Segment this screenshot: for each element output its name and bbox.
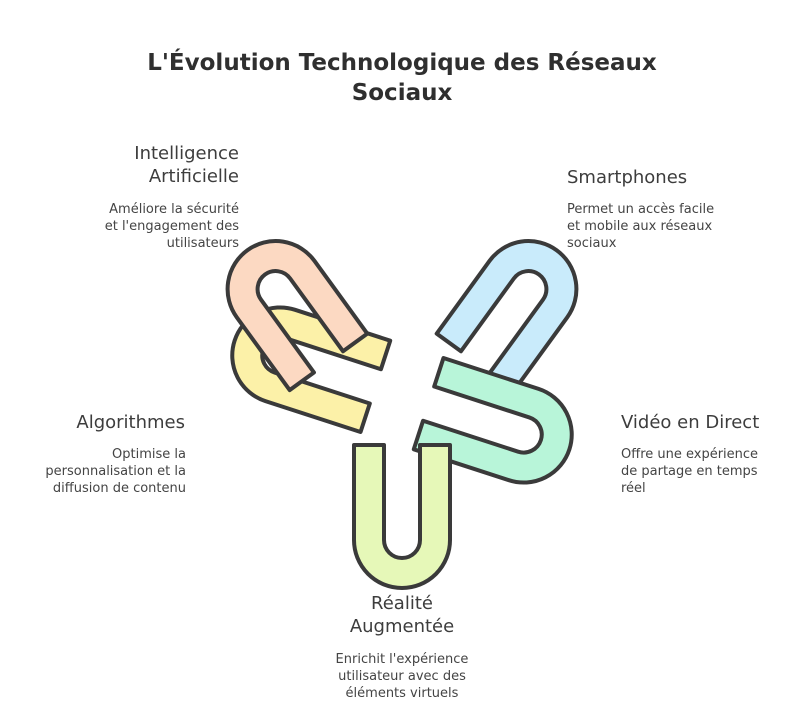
desc-line: de partage en temps xyxy=(621,464,758,479)
desc-line: Optimise la xyxy=(112,447,186,462)
desc-line: sociaux xyxy=(567,236,617,251)
label-line: Algorithmes xyxy=(76,412,185,433)
desc-intelligence-artificielle: Améliore la sécurité et l'engagement des… xyxy=(40,201,239,252)
diagram-title: L'Évolution Technologique des Réseaux So… xyxy=(100,48,704,108)
desc-line: Améliore la sécurité xyxy=(109,202,239,217)
desc-line: et mobile aux réseaux xyxy=(567,219,713,234)
desc-smartphones: Permet un accès facile et mobile aux rés… xyxy=(567,201,777,252)
desc-video-en-direct: Offre une expérience de partage en temps… xyxy=(621,446,801,497)
label-line: Augmentée xyxy=(349,616,455,637)
label-smartphones: Smartphones xyxy=(567,166,767,189)
loop-intelligence-artificielle xyxy=(225,239,370,393)
label-line: Artificielle xyxy=(148,166,239,187)
title-line-2: Sociaux xyxy=(351,80,453,106)
desc-line: et l'engagement des xyxy=(104,219,239,234)
desc-line: éléments virtuels xyxy=(345,686,459,701)
label-video-en-direct: Vidéo en Direct xyxy=(621,411,801,434)
desc-line: utilisateur avec des xyxy=(338,669,466,684)
label-algorithmes: Algorithmes xyxy=(20,411,185,434)
desc-line: Offre une expérience xyxy=(621,447,759,462)
desc-line: diffusion de contenu xyxy=(52,481,186,496)
loop-video-en-direct xyxy=(411,356,574,485)
desc-realite-augmentee: Enrichit l'expérience utilisateur avec d… xyxy=(292,651,512,702)
label-intelligence-artificielle: Intelligence Artificielle xyxy=(60,142,239,188)
desc-line: Permet un accès facile xyxy=(567,202,715,217)
label-line: Vidéo en Direct xyxy=(621,412,760,433)
label-line: Réalité xyxy=(371,593,433,614)
desc-line: Enrichit l'expérience xyxy=(335,652,469,667)
desc-line: utilisateurs xyxy=(166,236,239,251)
label-realite-augmentee: Réalité Augmentée xyxy=(302,592,502,638)
label-line: Smartphones xyxy=(567,167,688,188)
title-line-1: L'Évolution Technologique des Réseaux xyxy=(147,50,657,76)
loop-smartphones xyxy=(434,239,579,393)
desc-line: réel xyxy=(621,481,646,496)
desc-algorithmes: Optimise la personnalisation et la diffu… xyxy=(10,446,186,497)
loop-realite-augmentee xyxy=(352,443,452,590)
label-line: Intelligence xyxy=(134,143,239,164)
desc-line: personnalisation et la xyxy=(45,464,186,479)
